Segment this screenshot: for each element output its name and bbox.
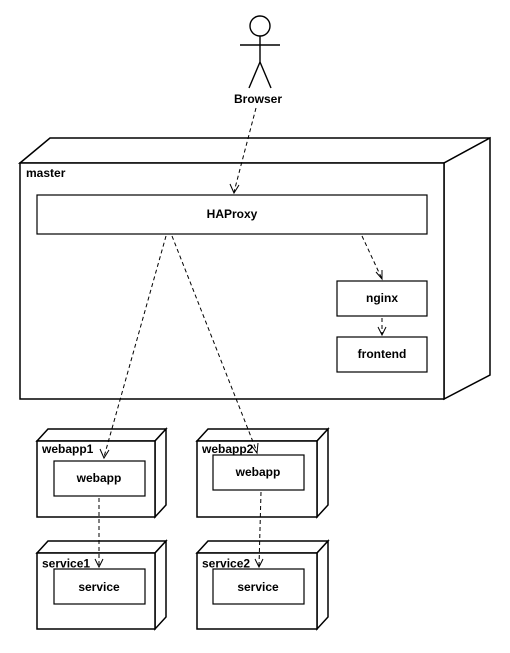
arrowhead-icon <box>254 558 264 569</box>
service2-node-top <box>195 540 330 554</box>
webapp2-node: webapp2 webapp <box>195 427 330 519</box>
nginx-box <box>336 280 428 317</box>
dependency-haproxy-to-webapp1 <box>99 235 167 460</box>
webapp1-node-side <box>154 427 167 519</box>
webapp1-component-box <box>53 460 146 497</box>
webapp2-node-label: webapp2 <box>201 442 254 456</box>
dependency-browser-to-haproxy <box>229 107 257 195</box>
dependency-haproxy-to-webapp2 <box>171 235 259 455</box>
actor-left-leg <box>248 61 261 89</box>
service1-component-label: service <box>78 580 120 594</box>
service1-node: service1 service <box>35 539 168 631</box>
webapp2-node-top <box>195 428 330 442</box>
haproxy-component: HAProxy <box>36 194 428 235</box>
webapp2-component-label: webapp <box>235 465 281 479</box>
frontend-component: frontend <box>336 336 428 373</box>
dependency-haproxy-to-nginx <box>361 235 383 281</box>
browser-actor: Browser <box>234 15 282 106</box>
nginx-label: nginx <box>366 291 398 305</box>
dependency-webapp1-to-service1 <box>94 498 104 569</box>
service2-node-side <box>316 539 329 631</box>
haproxy-box <box>36 194 428 235</box>
webapp1-node-label: webapp1 <box>41 442 94 456</box>
arrowhead-icon <box>229 183 240 195</box>
actor-right-leg <box>259 61 272 89</box>
frontend-box <box>336 336 428 373</box>
arrowhead-icon <box>99 448 110 460</box>
arrowhead-icon <box>94 558 104 569</box>
haproxy-label: HAProxy <box>207 207 258 221</box>
browser-label: Browser <box>234 92 282 106</box>
webapp1-component-label: webapp <box>76 471 122 485</box>
dependency-webapp2-to-service2 <box>254 491 264 569</box>
actor-head-icon <box>249 15 271 37</box>
service1-node-top <box>35 540 168 554</box>
service2-node-label: service2 <box>202 557 250 571</box>
webapp1-node-top <box>35 428 168 442</box>
webapp2-node-side <box>316 427 329 519</box>
master-node-top <box>17 137 491 164</box>
service2-node: service2 service <box>195 539 330 631</box>
master-node-label: master <box>26 166 66 180</box>
service1-node-side <box>154 539 167 631</box>
arrowhead-icon <box>377 326 387 337</box>
dependency-nginx-to-frontend <box>377 318 387 337</box>
service1-node-label: service1 <box>42 557 90 571</box>
service1-component-box <box>53 568 146 605</box>
webapp2-component-box <box>212 454 305 491</box>
webapp1-node: webapp1 webapp <box>35 427 168 519</box>
nginx-component: nginx <box>336 280 428 317</box>
arrowhead-icon <box>250 442 259 455</box>
master-node-side <box>443 136 491 401</box>
arrowhead-icon <box>375 270 383 281</box>
service2-component-box <box>212 568 305 605</box>
service2-component-label: service <box>237 580 279 594</box>
frontend-label: frontend <box>358 347 407 361</box>
